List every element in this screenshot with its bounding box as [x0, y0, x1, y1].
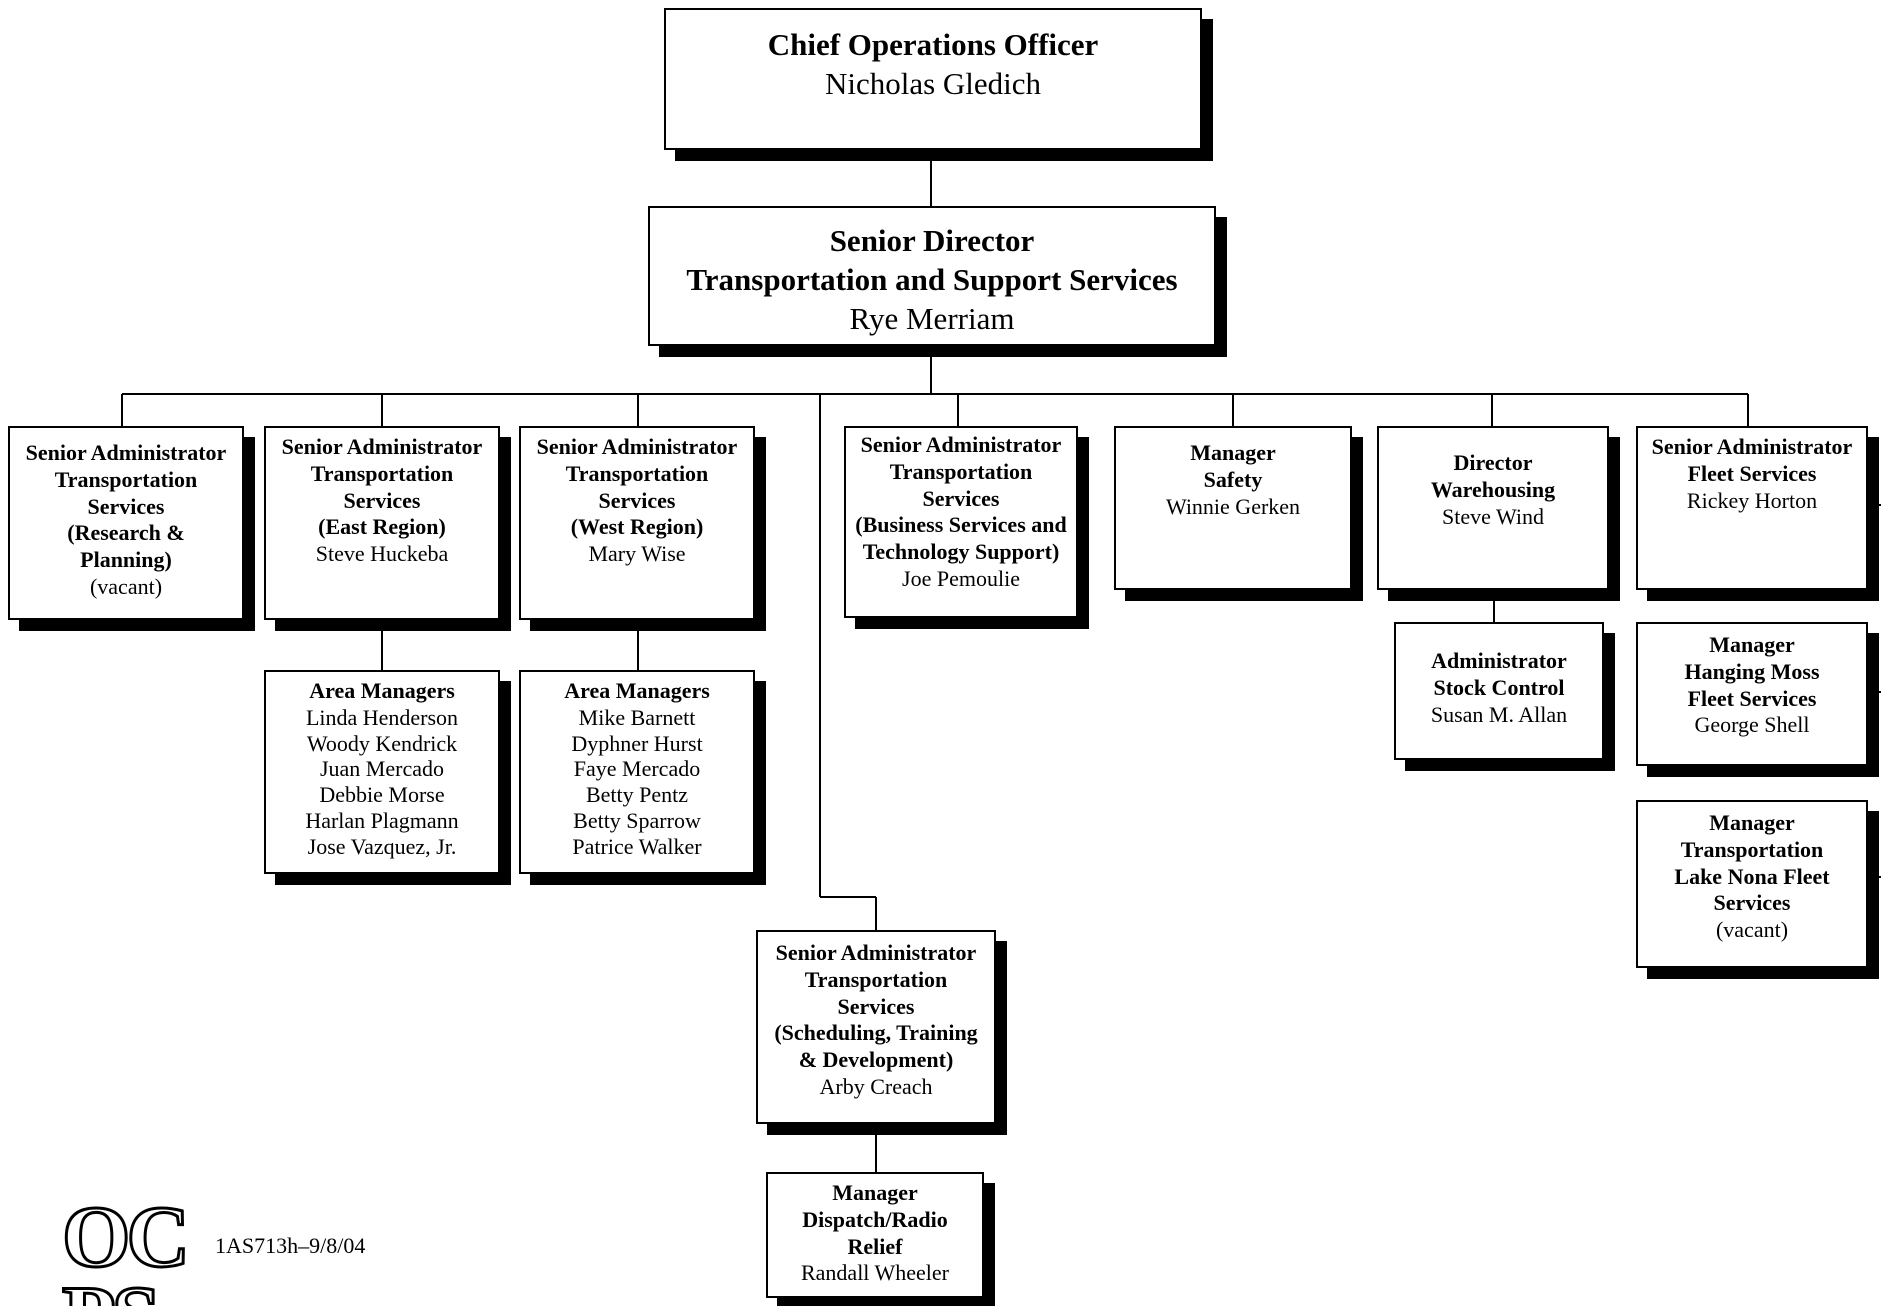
box-title-line: Director — [1453, 450, 1533, 475]
box-name: Randall Wheeler — [800, 1260, 950, 1286]
box-title-line: Services — [837, 993, 915, 1019]
box-title-line: Transportation — [889, 458, 1033, 484]
box-title-line: Warehousing — [1430, 476, 1556, 502]
list-item: Harlan Plagmann — [305, 807, 459, 833]
list-item: Mike Barnett — [578, 704, 696, 730]
list-item: Juan Mercado — [319, 756, 444, 782]
list-item: Betty Sparrow — [573, 807, 701, 833]
list-item: Debbie Morse — [319, 782, 445, 808]
box-title-line: Senior Administrator — [281, 434, 483, 459]
box-title-line: Manager — [1709, 632, 1795, 657]
safety-box: Manager Safety Winnie Gerken — [1114, 426, 1352, 590]
box-title-line: Transportation — [310, 460, 454, 486]
logo-letters-bottom: PS — [62, 1272, 194, 1306]
box-title-line: Senior Administrator — [25, 440, 227, 465]
box-title-line: Manager — [832, 1180, 918, 1205]
box-title-line: (East Region) — [318, 514, 446, 540]
box-title: Chief Operations Officer — [767, 27, 1099, 62]
box-title-line: Senior Director — [829, 223, 1035, 258]
list-item: Betty Pentz — [585, 782, 689, 808]
stock-control-box: Administrator Stock Control Susan M. All… — [1394, 622, 1604, 760]
box-name: Mary Wise — [588, 541, 686, 567]
box-title-line: Lake Nona Fleet — [1674, 863, 1830, 889]
east-area-managers-box: Area Managers Linda Henderson Woody Kend… — [264, 670, 500, 874]
box-title-line: Relief — [847, 1233, 903, 1259]
box-title-line: (Research & — [67, 520, 185, 546]
box-title-line: Stock Control — [1433, 674, 1565, 700]
box-title: Area Managers — [309, 678, 455, 703]
box-title-line: Safety — [1203, 466, 1263, 492]
box-name: Nicholas Gledich — [824, 65, 1042, 101]
west-area-managers-box: Area Managers Mike Barnett Dyphner Hurst… — [519, 670, 755, 874]
scheduling-training-box: Senior Administrator Transportation Serv… — [756, 930, 996, 1124]
box-title-line: Senior Administrator — [775, 940, 977, 965]
box-title-line: Services — [87, 493, 165, 519]
hanging-moss-box: Manager Hanging Moss Fleet Services Geor… — [1636, 622, 1868, 766]
list-item: Dyphner Hurst — [571, 730, 703, 756]
box-title-line: Planning) — [80, 547, 172, 573]
box-name: (vacant) — [89, 574, 163, 600]
fleet-services-box: Senior Administrator Fleet Services Rick… — [1636, 426, 1868, 590]
box-title-line: (Scheduling, Training — [774, 1020, 978, 1046]
document-code: 1AS713h–9/8/04 — [215, 1233, 366, 1258]
dispatch-radio-box: Manager Dispatch/Radio Relief Randall Wh… — [766, 1172, 984, 1298]
list-item: Patrice Walker — [572, 833, 702, 859]
box-title-line: Services — [343, 487, 421, 513]
box-title-line: Fleet Services — [1687, 460, 1817, 486]
box-name: Susan M. Allan — [1430, 701, 1568, 727]
box-name: Steve Huckeba — [315, 541, 449, 567]
box-title-line: Senior Administrator — [860, 432, 1062, 457]
box-title-line: Hanging Moss — [1684, 658, 1820, 684]
box-name: Steve Wind — [1442, 503, 1544, 529]
box-title-line: Transportation and Support Services — [686, 261, 1178, 297]
box-title-line: Transportation — [54, 466, 198, 492]
box-title-line: Senior Administrator — [1651, 434, 1853, 459]
box-name: Arby Creach — [819, 1074, 933, 1100]
list-item: Faye Mercado — [573, 756, 701, 782]
box-title-line: Manager — [1709, 810, 1795, 835]
box-title-line: (West Region) — [570, 514, 704, 540]
box-title-line: Dispatch/Radio — [802, 1206, 948, 1232]
business-services-box: Senior Administrator Transportation Serv… — [844, 426, 1078, 618]
box-title-line: Technology Support) — [862, 539, 1060, 565]
box-title-line: Transportation — [804, 966, 948, 992]
box-title-line: Manager — [1190, 440, 1276, 465]
east-region-box: Senior Administrator Transportation Serv… — [264, 426, 500, 620]
west-region-box: Senior Administrator Transportation Serv… — [519, 426, 755, 620]
box-name: Winnie Gerken — [1165, 493, 1301, 519]
logo-letters-top: OC — [62, 1198, 192, 1286]
list-item: Woody Kendrick — [306, 730, 458, 756]
box-title: Area Managers — [564, 678, 710, 703]
senior-director-box: Senior Director Transportation and Suppo… — [648, 206, 1216, 346]
warehousing-box: Director Warehousing Steve Wind — [1377, 426, 1609, 590]
box-title-line: Transportation — [565, 460, 709, 486]
box-name: George Shell — [1694, 712, 1810, 738]
box-name: (vacant) — [1715, 917, 1789, 943]
lake-nona-box: Manager Transportation Lake Nona Fleet S… — [1636, 800, 1868, 968]
box-title-line: Services — [922, 485, 1000, 511]
box-title-line: Senior Administrator — [536, 434, 738, 459]
box-name: Joe Pemoulie — [902, 566, 1020, 592]
research-planning-box: Senior Administrator Transportation Serv… — [8, 426, 244, 620]
box-title-line: Fleet Services — [1687, 685, 1817, 711]
box-title-line: Services — [598, 487, 676, 513]
box-name: Rickey Horton — [1686, 487, 1818, 513]
chief-operations-officer-box: Chief Operations Officer Nicholas Gledic… — [664, 8, 1202, 150]
box-title-line: (Business Services and — [855, 512, 1067, 538]
box-title-line: Transportation — [1680, 836, 1824, 862]
box-name: Rye Merriam — [849, 300, 1015, 336]
ocps-logo: OC PS — [62, 1198, 194, 1306]
box-title-line: Administrator — [1431, 648, 1567, 673]
list-item: Jose Vazquez, Jr. — [307, 833, 457, 859]
list-item: Linda Henderson — [305, 704, 459, 730]
box-title-line: & Development) — [798, 1047, 954, 1073]
box-title-line: Services — [1713, 890, 1791, 916]
